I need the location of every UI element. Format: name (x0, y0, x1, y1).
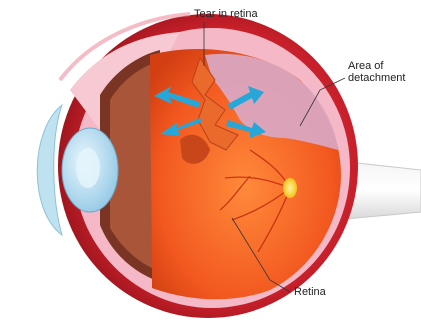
label-retina: Retina (294, 286, 326, 298)
label-tear-in-retina: Tear in retina (194, 8, 258, 20)
label-area-of-detachment-line1: Area of (348, 60, 383, 72)
optic-disc (283, 178, 297, 198)
lens-nucleus (76, 148, 100, 188)
label-area-of-detachment-line2: detachment (348, 72, 405, 84)
